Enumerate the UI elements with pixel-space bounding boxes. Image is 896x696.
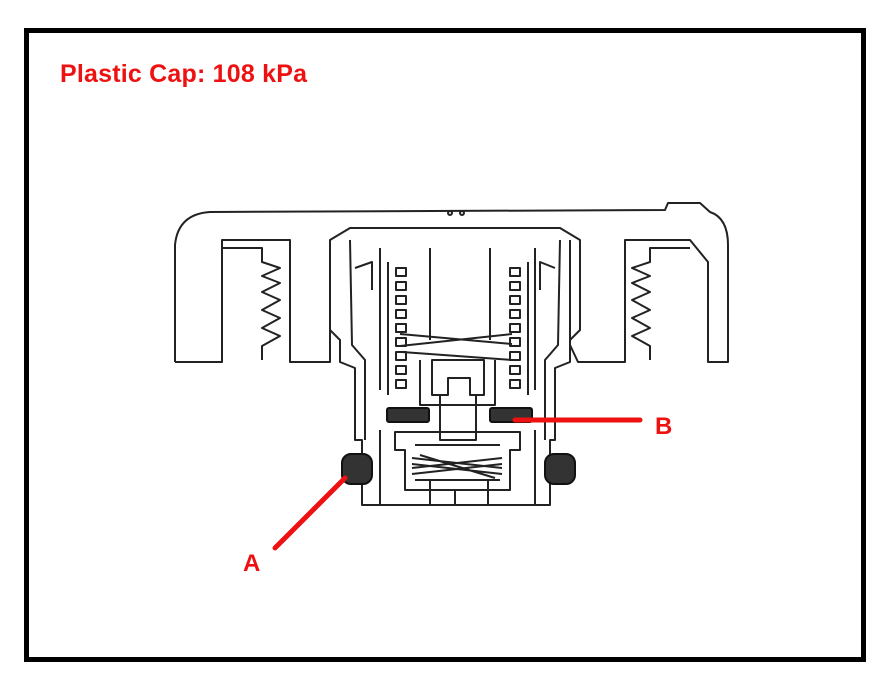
valve-stem <box>431 359 485 396</box>
cap-outer-shell <box>174 202 729 363</box>
o-ring-seal-right <box>544 453 576 485</box>
inner-housing <box>329 227 581 506</box>
diagram-title: Plastic Cap: 108 kPa <box>60 60 308 88</box>
vacuum-spring <box>411 454 503 479</box>
pressure-seal-left <box>386 407 430 423</box>
callout-a-label: A <box>243 550 261 577</box>
callout-b-label: B <box>655 413 673 440</box>
left-grip-ribs <box>222 247 281 360</box>
pressure-spring-right <box>509 267 521 389</box>
o-ring-seal-left <box>341 453 373 485</box>
vacuum-valve-body <box>394 431 521 491</box>
right-grip-ribs <box>631 247 690 360</box>
diagram-frame <box>24 28 866 662</box>
callout-a-leader <box>272 475 348 551</box>
pressure-spring-left <box>395 267 407 389</box>
